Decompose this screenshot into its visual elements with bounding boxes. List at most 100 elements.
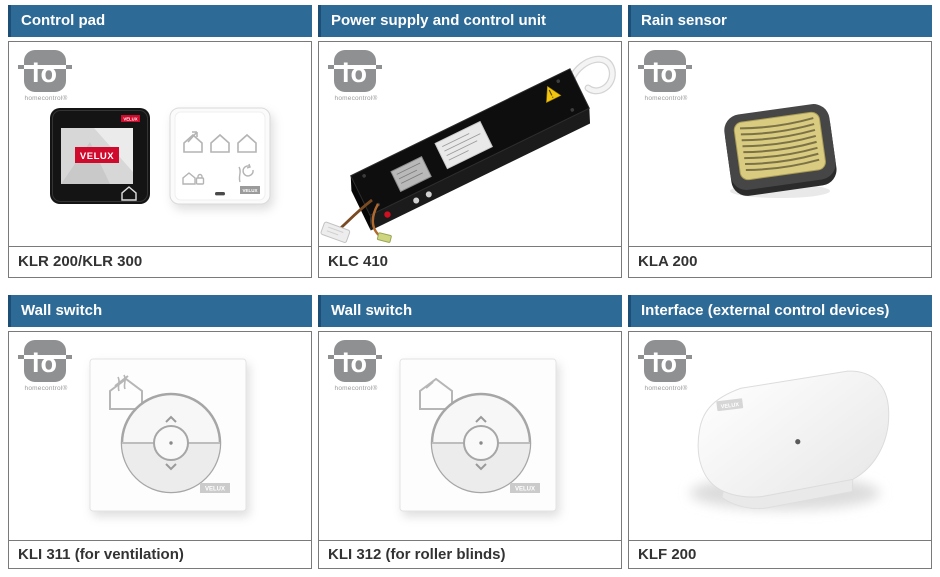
io-logo-line-nub (328, 65, 334, 69)
io-homecontrol-logo: io homecontrol® (17, 50, 75, 102)
io-logo-badge: io (638, 340, 692, 382)
interface-body: VELUX (697, 370, 890, 510)
cell-header-power-supply: Power supply and control unit (318, 5, 622, 37)
io-logo-line-nub (376, 355, 382, 359)
klr-300-product-image: VELUX (169, 107, 271, 205)
down-arrow-icon (165, 463, 177, 471)
product-table-row-1: Control pad io homecontrol® (8, 5, 932, 278)
cell-wall-switch-roller-blinds: Wall switch io homecontrol® (318, 295, 622, 569)
io-logo-line-nub (328, 355, 334, 359)
klr-200-product-image: VELUX VELUX (50, 108, 150, 204)
product-image-area: io homecontrol® (629, 332, 931, 540)
cell-interface: Interface (external control devices) io … (628, 295, 932, 569)
cell-header-control-pad: Control pad (8, 5, 312, 37)
io-logo-text: io (32, 348, 58, 378)
product-image-area: io homecontrol® (319, 332, 621, 540)
up-arrow-icon (475, 415, 487, 423)
io-logo-subtext: homecontrol® (24, 95, 68, 102)
io-homecontrol-logo: io homecontrol® (637, 340, 695, 392)
sensor-grid (740, 117, 820, 171)
cell-box: io homecontrol® VELUX (8, 41, 312, 278)
io-logo-subtext: homecontrol® (644, 95, 688, 102)
io-homecontrol-logo: io homecontrol® (327, 340, 385, 392)
auto-mode-icon (238, 163, 254, 183)
cell-header-wall-switch-2: Wall switch (318, 295, 622, 327)
io-logo-badge: io (18, 340, 72, 382)
control-pad-products: VELUX VELUX (48, 106, 272, 206)
io-logo-subtext: homecontrol® (334, 95, 378, 102)
product-code: KLI 312 (for roller blinds) (319, 540, 621, 568)
cell-header-interface: Interface (external control devices) (628, 295, 932, 327)
house-lock-icon (182, 172, 205, 185)
cell-rain-sensor: Rain sensor io homecontrol® (628, 5, 932, 278)
label-sticker (434, 120, 493, 170)
cell-header-label: Wall switch (21, 302, 103, 319)
velux-tag (121, 115, 140, 122)
house-icon (121, 186, 137, 201)
io-logo-badge: io (328, 340, 382, 382)
cell-box: io homecontrol® (318, 41, 622, 278)
product-image-area: io homecontrol® (629, 42, 931, 246)
cell-header-label: Interface (external control devices) (641, 302, 890, 319)
velux-tag (716, 398, 744, 412)
io-logo-line-nub (376, 65, 382, 69)
io-logo-text: io (652, 58, 678, 88)
io-logo-line (24, 65, 66, 69)
product-table-row-2: Wall switch io homecontrol® (8, 295, 932, 569)
product-code: KLI 311 (for ventilation) (9, 540, 311, 568)
io-logo-line-nub (638, 355, 644, 359)
svg-text:VELUX: VELUX (205, 487, 225, 493)
io-logo-line-nub (66, 355, 72, 359)
io-logo-line-nub (18, 355, 24, 359)
io-logo-line-nub (18, 65, 24, 69)
svg-text:VELUX: VELUX (242, 188, 257, 193)
io-logo-line-nub (686, 65, 692, 69)
status-led (384, 211, 391, 218)
io-logo-badge: io (328, 50, 382, 92)
cell-header-label: Wall switch (331, 302, 413, 319)
cell-wall-switch-ventilation: Wall switch io homecontrol® (8, 295, 312, 569)
io-logo-line (334, 65, 376, 69)
velux-tag (240, 186, 260, 194)
cell-header-label: Power supply and control unit (331, 12, 547, 29)
io-logo-text: io (342, 348, 368, 378)
product-image-area: io homecontrol® VELUX (9, 42, 311, 246)
io-logo-line (644, 65, 686, 69)
klc-410-product-image (320, 55, 616, 243)
control-unit-body (350, 68, 591, 231)
io-logo-line-nub (66, 65, 72, 69)
down-arrow-icon (475, 463, 487, 471)
io-logo-subtext: homecontrol® (644, 385, 688, 392)
io-logo-text: io (342, 58, 368, 88)
cell-header-label: Control pad (21, 12, 106, 29)
klf-200-product-image: VELUX (690, 370, 890, 510)
svg-text:VELUX: VELUX (515, 487, 535, 493)
cell-header-wall-switch-1: Wall switch (8, 295, 312, 327)
up-arrow-icon (165, 415, 177, 423)
io-logo-line-nub (686, 355, 692, 359)
cell-box: io homecontrol® (628, 41, 932, 278)
io-logo-line (24, 355, 66, 359)
house-icons (183, 131, 257, 153)
cell-header-label: Rain sensor (641, 12, 727, 29)
io-logo-subtext: homecontrol® (24, 385, 68, 392)
product-image-area: io homecontrol® (9, 332, 311, 540)
green-connector (376, 232, 392, 243)
velux-tag (200, 483, 230, 493)
velux-tag (510, 483, 540, 493)
io-logo-text: io (32, 58, 58, 88)
product-code: KLC 410 (319, 246, 621, 277)
io-homecontrol-logo: io homecontrol® (17, 340, 75, 392)
cell-box: io homecontrol® (628, 331, 932, 569)
velux-screen-logo (75, 147, 119, 163)
io-logo-line (334, 355, 376, 359)
io-logo-line (644, 355, 686, 359)
product-code: KLF 200 (629, 540, 931, 568)
kla-200-product-image (724, 104, 837, 198)
spec-sticker (390, 156, 432, 193)
product-code: KLA 200 (629, 246, 931, 277)
io-logo-text: io (652, 348, 678, 378)
product-image-area: io homecontrol® (319, 42, 621, 246)
io-homecontrol-logo: io homecontrol® (327, 50, 385, 102)
